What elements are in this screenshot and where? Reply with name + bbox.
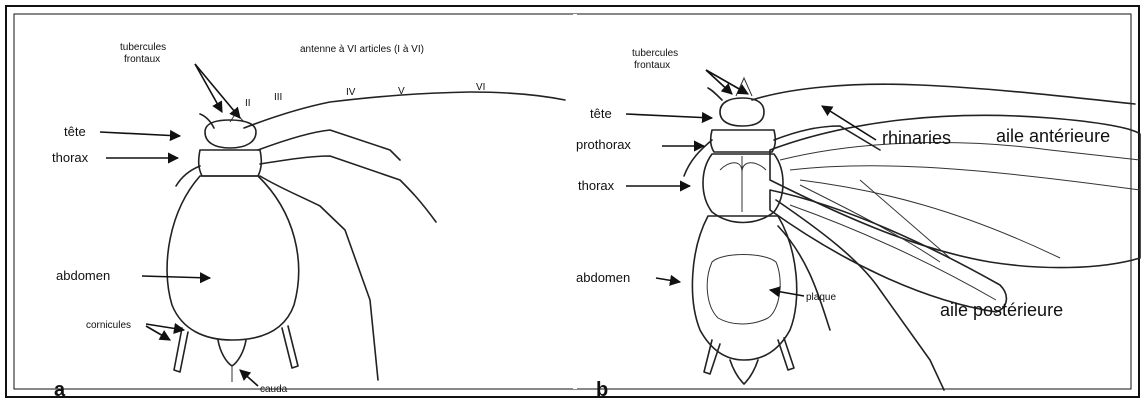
legs-a (176, 130, 436, 380)
arrows-a (100, 64, 258, 386)
label-tete-a: tête (64, 124, 86, 139)
antenna-b (708, 78, 1135, 104)
dorsal-plate (707, 255, 780, 325)
segment-VI: VI (476, 82, 485, 93)
panel-letter-a: a (54, 379, 66, 401)
label-abdomen-b: abdomen (576, 270, 630, 285)
label-tete-b: tête (590, 106, 612, 121)
thorax-a (199, 150, 262, 176)
cornicule-left-a (174, 328, 188, 372)
prothorax-b (711, 130, 776, 152)
label-aile-posterieure: aile postérieure (940, 300, 1063, 320)
label-aile-anterieure: aile antérieure (996, 126, 1110, 146)
label-plaque: plaque (806, 292, 836, 303)
abdomen-body-a (167, 176, 299, 340)
label-tubercules-a-line1: tubercules (120, 42, 166, 53)
label-antenne: antenne à VI articles (I à VI) (300, 44, 424, 55)
label-thorax-a: thorax (52, 150, 89, 165)
label-abdomen-a: abdomen (56, 268, 110, 283)
segment-IV: IV (346, 87, 356, 98)
label-cornicules: cornicules (86, 320, 131, 331)
head-b (720, 98, 764, 126)
arrows-b (626, 70, 876, 296)
segment-V: V (398, 86, 405, 97)
segment-II: II (245, 98, 251, 109)
abdomen-body-b (692, 216, 796, 360)
cauda-a (218, 340, 246, 366)
label-rhinaries: rhinaries (882, 128, 951, 148)
panel-letter-b: b (596, 379, 608, 401)
label-tubercules-a-line2: frontaux (124, 54, 160, 65)
antenna-a (200, 92, 565, 128)
label-tubercules-b-line1: tubercules (632, 48, 678, 59)
thorax-b (703, 154, 783, 223)
segment-III: III (274, 92, 282, 103)
label-thorax-b: thorax (578, 178, 615, 193)
label-cauda: cauda (260, 384, 288, 395)
label-tubercules-b-line2: frontaux (634, 60, 670, 71)
cornicule-right-a (282, 326, 298, 368)
label-prothorax: prothorax (576, 137, 631, 152)
legs-b (684, 126, 944, 390)
figure-frame (6, 6, 1139, 397)
panel-b: tubercules frontaux tête prothorax thora… (576, 48, 1140, 401)
panel-a: tubercules frontaux antenne à VI article… (52, 42, 565, 401)
